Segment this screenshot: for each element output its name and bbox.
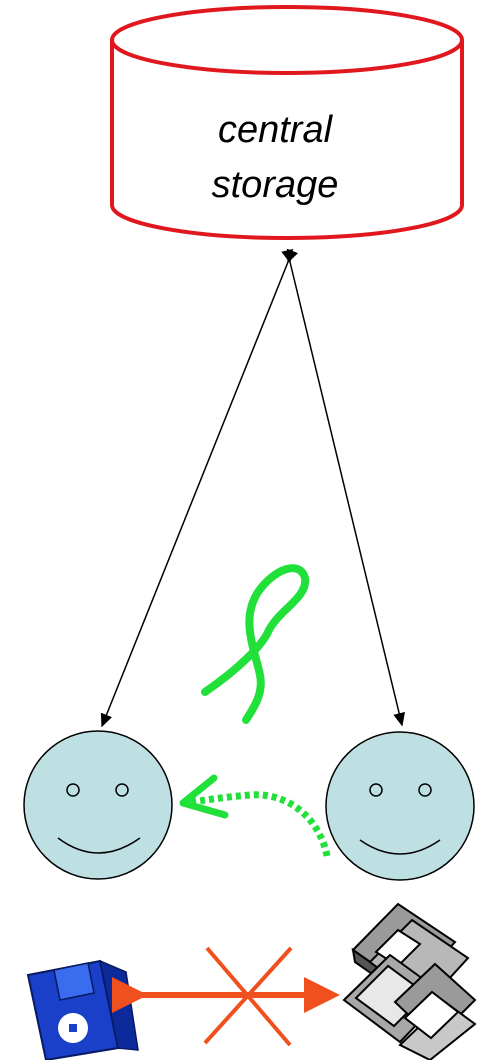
- green-loop-icon: [205, 568, 305, 720]
- smiley-face-left-icon: [24, 731, 172, 879]
- arrow-storage-to-left-face: [102, 262, 288, 726]
- smiley-face-right-icon: [326, 732, 474, 880]
- green-dotted-arrow: [183, 778, 327, 856]
- storage-label-line2: storage: [175, 163, 375, 207]
- arrow-storage-to-right-face: [290, 262, 402, 725]
- floppy-stack-icon: [344, 904, 475, 1060]
- floppy-disk-icon: [28, 961, 138, 1060]
- storage-label-line1: central: [175, 108, 375, 152]
